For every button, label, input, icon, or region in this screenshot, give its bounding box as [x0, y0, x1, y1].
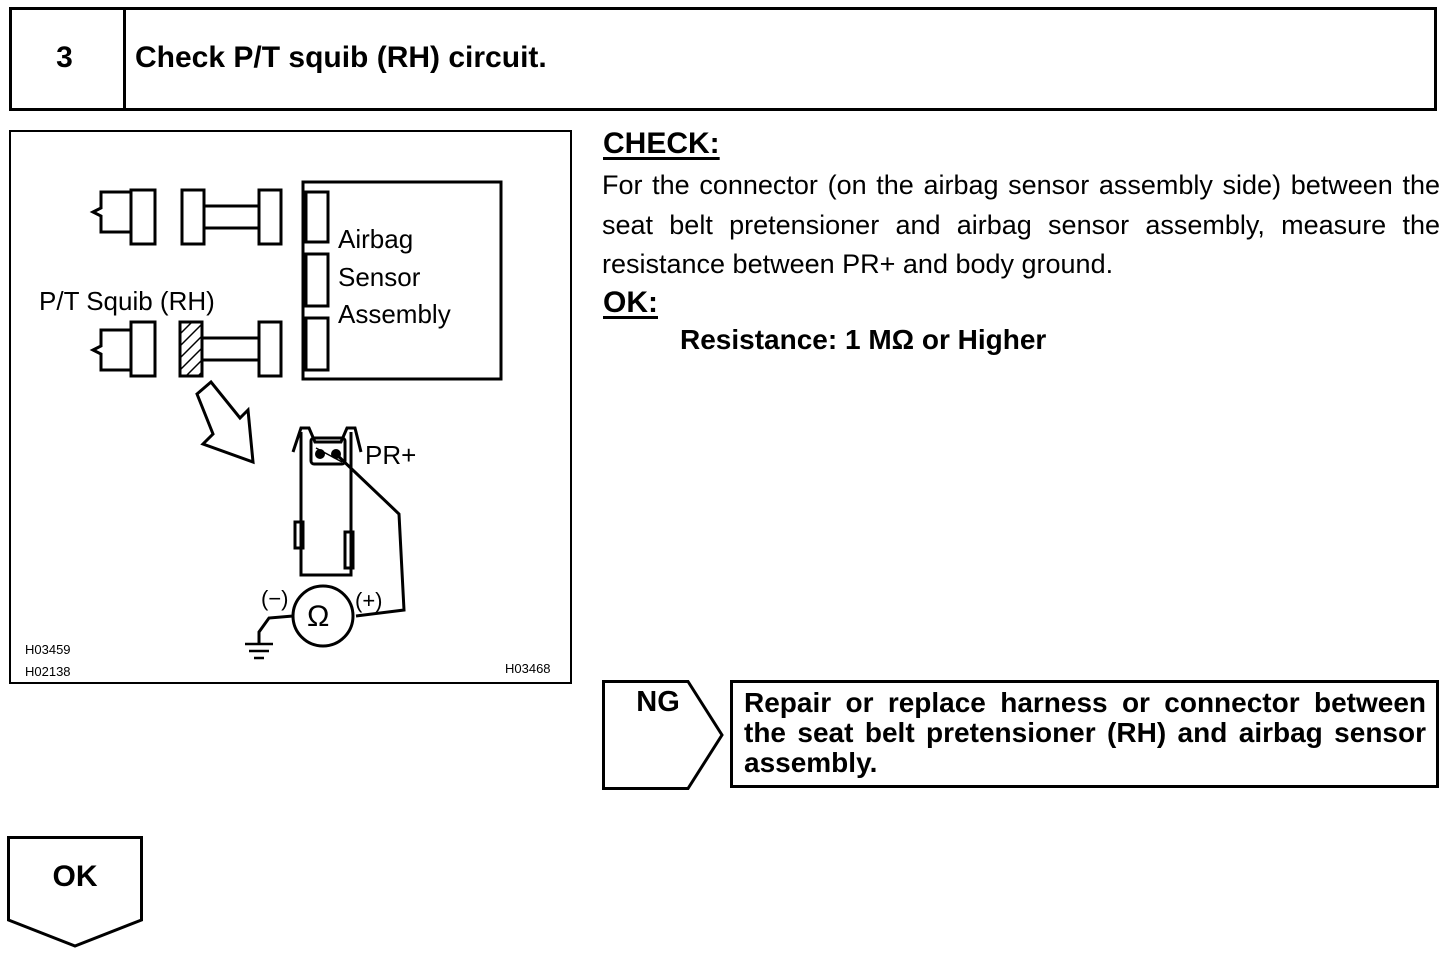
- figure-code-2: H02138: [25, 664, 71, 679]
- ohm-icon: Ω: [307, 600, 330, 633]
- ok-arrow-shape: [7, 836, 143, 948]
- resistance-spec: Resistance: 1 MΩ or Higher: [680, 324, 1047, 355]
- figure-code-3: H03468: [505, 661, 551, 676]
- terminal-pr-plus: [331, 449, 341, 459]
- label-assembly: Assembly: [338, 299, 451, 329]
- ground-icon: [245, 642, 273, 660]
- connector-diagram-art: [89, 180, 503, 660]
- label-plus: (+): [355, 588, 383, 613]
- bottom-left-plug-tail: [89, 328, 131, 372]
- big-arrow: [195, 379, 255, 465]
- top-left-plug-tail: [89, 190, 131, 234]
- bottom-left-plug: [129, 320, 157, 378]
- top-harness: [202, 204, 261, 230]
- label-airbag: Airbag: [338, 224, 414, 254]
- label-squib: P/T Squib (RH): [39, 286, 215, 316]
- top-right-plug: [257, 188, 283, 246]
- ng-arrow-shape: [602, 680, 724, 790]
- closeup-top: [291, 426, 363, 453]
- hatch-pattern: [179, 321, 203, 377]
- label-pr-plus: PR+: [365, 440, 417, 470]
- ok-heading: OK:: [603, 286, 658, 319]
- connector-diagram: Airbag Sensor Assembly P/T Squib (RH) PR…: [9, 130, 572, 684]
- sensor-socket-2: [304, 252, 330, 308]
- figure-code-1: H03459: [25, 642, 71, 657]
- sensor-socket-3: [304, 316, 330, 372]
- check-heading: CHECK:: [603, 127, 720, 160]
- closeup-body: [299, 432, 353, 577]
- label-sensor: Sensor: [338, 262, 421, 292]
- step-title: Check P/T squib (RH) circuit.: [135, 41, 547, 74]
- step-number-cell: [12, 10, 126, 108]
- ng-label: NG: [636, 686, 680, 718]
- closeup-latch-left: [293, 520, 305, 550]
- step-number: 3: [56, 41, 73, 74]
- plus-lead: [334, 452, 406, 618]
- sensor-assembly-box: [301, 180, 503, 381]
- label-minus: (−): [261, 586, 289, 611]
- sensor-socket-1: [304, 190, 330, 244]
- ng-action-text: Repair or replace harness or connector b…: [744, 687, 1426, 778]
- step-header: [9, 7, 1437, 111]
- ng-action-box: [730, 680, 1439, 788]
- check-text: For the connector (on the airbag sensor …: [602, 170, 1440, 279]
- bottom-right-plug: [257, 320, 283, 378]
- minus-lead: [257, 614, 294, 644]
- closeup-face: [309, 436, 347, 466]
- bottom-harness: [200, 336, 261, 362]
- top-mid-plug: [180, 188, 206, 246]
- ok-label: OK: [52, 860, 98, 893]
- top-left-plug: [129, 188, 157, 246]
- closeup-latch-right: [343, 530, 355, 570]
